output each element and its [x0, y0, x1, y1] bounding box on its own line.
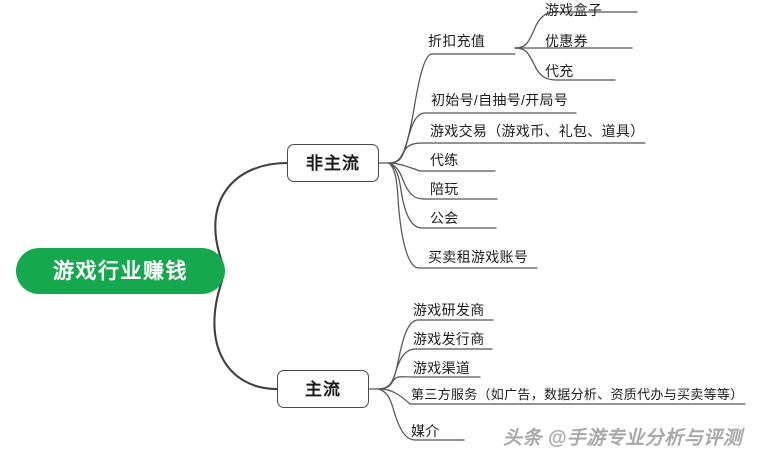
leaf-game-trading[interactable]: 游戏交易（游戏币、礼包、道具） [430, 123, 645, 139]
branch-node-non-mainstream-label: 非主流 [306, 153, 360, 173]
root-node-label: 游戏行业赚钱 [53, 259, 188, 283]
root-node[interactable]: 游戏行业赚钱 [16, 248, 225, 294]
branch-node-mainstream-label: 主流 [305, 379, 341, 399]
wire-feizhuliu-to-zhekou [388, 53, 501, 164]
wire-feizhuliu-to-jiaoyi [388, 142, 641, 164]
watermark: 头条 @手游专业分析与评测 [503, 428, 743, 449]
branch-node-mainstream[interactable]: 主流 [277, 370, 369, 408]
leaf-starter-account[interactable]: 初始号/自抽号/开局号 [431, 92, 569, 108]
leaf-game-publisher[interactable]: 游戏发行商 [413, 331, 485, 347]
branch-node-non-mainstream[interactable]: 非主流 [287, 144, 379, 182]
wire-root-to-zhuliu [213, 279, 279, 391]
leaf-coupon[interactable]: 优惠券 [545, 33, 588, 49]
leaf-game-developer[interactable]: 游戏研发商 [413, 302, 485, 318]
wire-root-to-feizhuliu [214, 161, 289, 264]
leaf-guild[interactable]: 公会 [430, 210, 459, 226]
leaf-game-channel[interactable]: 游戏渠道 [413, 360, 471, 376]
leaf-third-party-service[interactable]: 第三方服务（如广告，数据分析、资质代办与买卖等等） [411, 387, 744, 402]
leaf-boosting[interactable]: 代练 [430, 152, 459, 168]
leaf-media[interactable]: 媒介 [411, 423, 440, 439]
leaf-game-box[interactable]: 游戏盒子 [545, 2, 603, 18]
leaf-account-trade-rent[interactable]: 买卖租游戏账号 [428, 249, 529, 265]
leaf-proxy-topup[interactable]: 代充 [545, 63, 574, 79]
leaf-discount-topup[interactable]: 折扣充值 [428, 33, 486, 49]
leaf-game-companion[interactable]: 陪玩 [430, 181, 459, 197]
